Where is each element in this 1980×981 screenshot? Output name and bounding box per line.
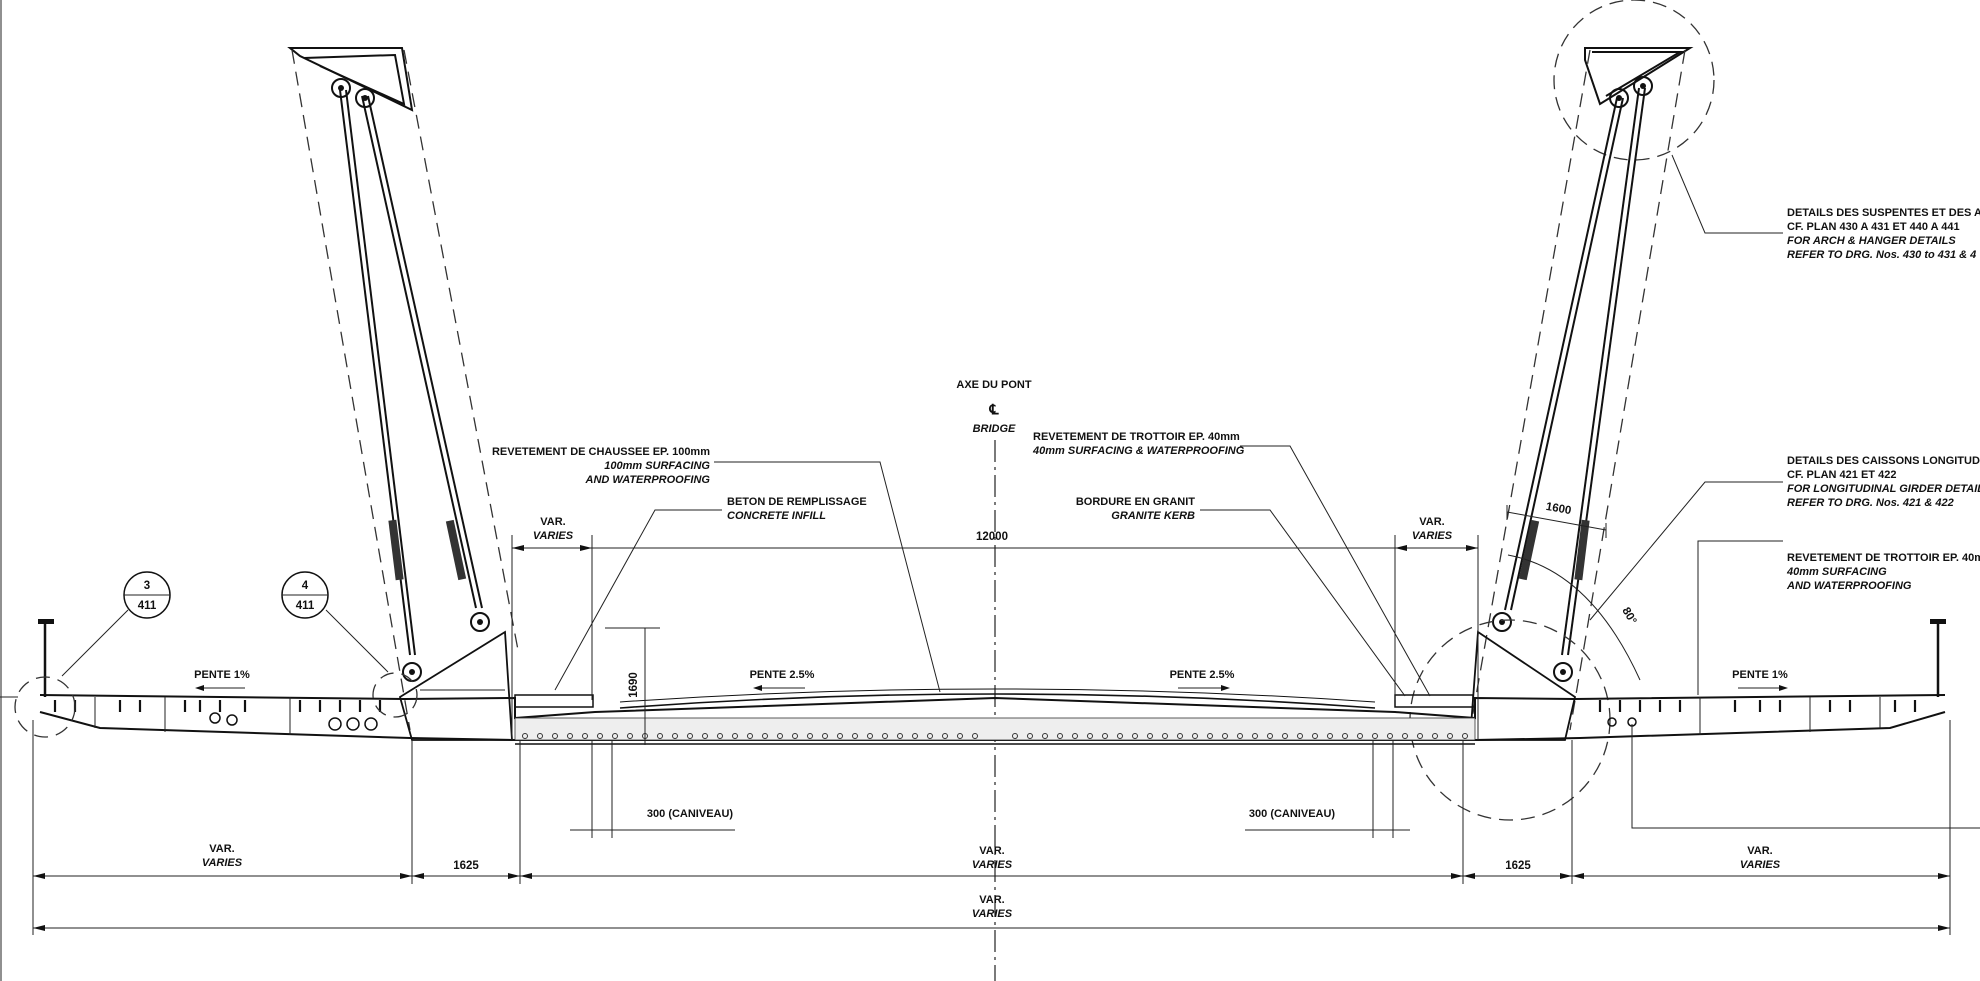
centerline-symbol: ℄ xyxy=(989,401,1000,417)
detail-marker-3 xyxy=(61,571,171,677)
axis-title: AXE DU PONT xyxy=(956,379,1031,391)
callout-trottoir-right-line2: 40mm SURFACING xyxy=(1786,566,1887,578)
callout-girder-line3: FOR LONGITUDINAL GIRDER DETAILS xyxy=(1787,483,1980,495)
detail-marker-4-number: 4 xyxy=(302,580,309,592)
callout-trottoir-right-line1: REVETEMENT DE TROTTOIR EP. 40m xyxy=(1787,552,1980,564)
dim-overall-line2: VARIES xyxy=(972,908,1013,920)
detail-marker-3-number: 3 xyxy=(144,580,150,592)
bridge-deck xyxy=(14,619,1946,745)
callout-arch-line2: CF. PLAN 430 A 431 ET 440 A 441 xyxy=(1787,221,1960,233)
callout-kerb-line1: BORDURE EN GRANIT xyxy=(1076,496,1195,508)
dim-overall-line1: VAR. xyxy=(979,894,1004,906)
slope-right-road: PENTE 2.5% xyxy=(1170,669,1235,681)
dim-outer-right-line2: VARIES xyxy=(1740,859,1781,871)
dim-var-left-line1: VAR. xyxy=(540,516,565,528)
arch-width-dimension: 1600 xyxy=(1545,501,1572,517)
slope-right-walkway: PENTE 1% xyxy=(1732,669,1788,681)
dim-carriageway: 12000 xyxy=(976,531,1008,543)
callout-infill-line2: CONCRETE INFILL xyxy=(727,510,826,522)
dim-center-total-line1: VAR. xyxy=(979,845,1004,857)
callout-girder-line1: DETAILS DES CAISSONS LONGITUDIN xyxy=(1787,455,1980,467)
callout-arch-line3: FOR ARCH & HANGER DETAILS xyxy=(1787,235,1956,247)
callout-arch-line1: DETAILS DES SUSPENTES ET DES AF xyxy=(1787,207,1980,219)
callout-trottoir-center-line2: 40mm SURFACING & WATERPROOFING xyxy=(1032,445,1245,457)
detail-marker-3-sheet: 411 xyxy=(138,600,157,612)
callout-kerb-line2: GRANITE KERB xyxy=(1111,510,1195,522)
callout-girder-line4: REFER TO DRG. Nos. 421 & 422 xyxy=(1787,497,1954,509)
callout-chaussee-line3: AND WATERPROOFING xyxy=(585,474,711,486)
callout-girder-line2: CF. PLAN 421 ET 422 xyxy=(1787,469,1896,481)
dim-var-right-line1: VAR. xyxy=(1419,516,1444,528)
slope-left-road: PENTE 2.5% xyxy=(750,669,815,681)
arch-detail-circle xyxy=(1553,0,1715,161)
dim-height: 1690 xyxy=(628,672,640,698)
callout-chaussee-line2: 100mm SURFACING xyxy=(604,460,710,472)
dim-girder-right: 1625 xyxy=(1505,860,1531,872)
detail-marker-4 xyxy=(281,571,389,673)
callout-arch-line4: REFER TO DRG. Nos. 430 to 431 & 4 xyxy=(1787,249,1976,261)
slope-left-walkway: PENTE 1% xyxy=(194,669,250,681)
dim-var-left-line2: VARIES xyxy=(533,530,574,542)
callout-chaussee-line1: REVETEMENT DE CHAUSSEE EP. 100mm xyxy=(492,446,710,458)
arch-angle-label: 80° xyxy=(1619,606,1638,627)
callout-infill-line1: BETON DE REMPLISSAGE xyxy=(727,496,867,508)
callout-trottoir-center-line1: REVETEMENT DE TROTTOIR EP. 40mm xyxy=(1033,431,1240,443)
dim-outer-right-line1: VAR. xyxy=(1747,845,1772,857)
callout-trottoir-right-line3: AND WATERPROOFING xyxy=(1786,580,1912,592)
dim-outer-left-line1: VAR. xyxy=(209,843,234,855)
detail-marker-4-sheet: 411 xyxy=(296,600,315,612)
axis-subtitle: BRIDGE xyxy=(973,423,1016,435)
dim-var-right-line2: VARIES xyxy=(1412,530,1453,542)
dim-outer-left-line2: VARIES xyxy=(202,857,243,869)
dim-caniveau-right: 300 (CANIVEAU) xyxy=(1249,808,1336,820)
dim-girder-left: 1625 xyxy=(453,860,479,872)
dim-caniveau-left: 300 (CANIVEAU) xyxy=(647,808,734,820)
left-arch xyxy=(287,47,519,741)
right-arch xyxy=(1409,0,1715,821)
dim-center-total-line2: VARIES xyxy=(972,859,1013,871)
